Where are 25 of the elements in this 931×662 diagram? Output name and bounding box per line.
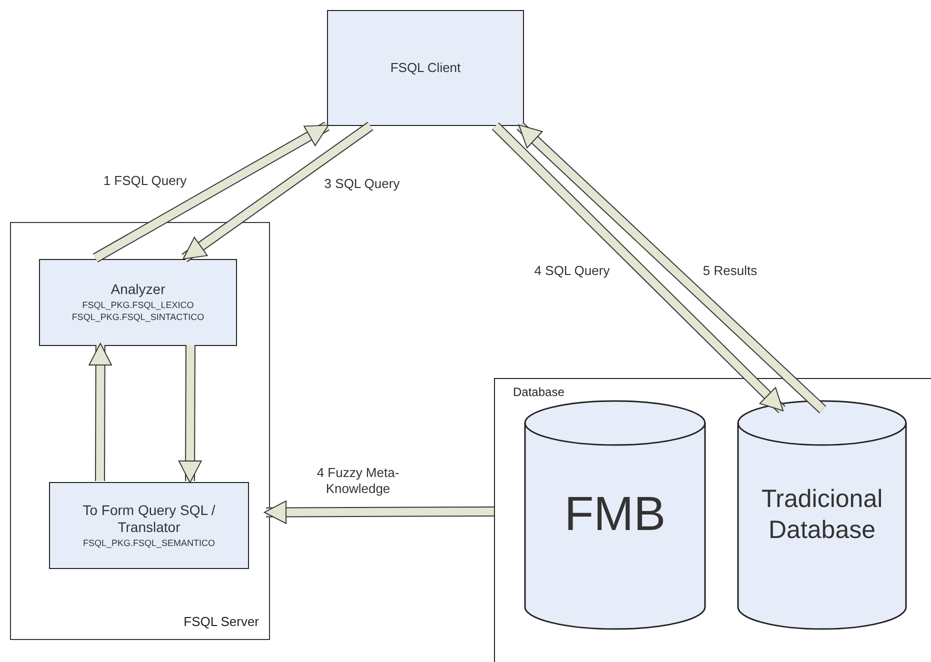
block-arrow [178, 344, 202, 484]
block-arrow [88, 342, 112, 482]
node-label: FMB [564, 487, 666, 543]
package-name: FSQL_PKG.FSQL_SINTACTICO [72, 311, 204, 324]
node-label: Tradicional Database [760, 484, 884, 546]
block-arrow [264, 500, 494, 524]
block-arrow [92, 122, 330, 262]
process-box [49, 482, 249, 569]
container-label: Database [513, 384, 564, 401]
server-container [10, 222, 270, 640]
node-label: To Form Query SQL / Translator [82, 502, 216, 537]
container-label: FSQL Server [184, 612, 259, 630]
edge-label: 4 SQL Query [534, 262, 610, 280]
block-arrow [492, 122, 786, 414]
node-label: FSQL Client [390, 59, 461, 78]
process-box [39, 259, 237, 346]
block-arrow [516, 122, 826, 414]
database-container [494, 378, 931, 662]
edge-label: 1 FSQL Query [103, 172, 187, 190]
node-label: Analyzer [110, 281, 166, 299]
package-name: FSQL_PKG.FSQL_SEMANTICO [82, 536, 216, 550]
edge-label: 3 SQL Query [324, 176, 400, 192]
block-arrow [182, 122, 374, 262]
process-box [327, 10, 524, 126]
package-name: FSQL_PKG.FSQL_LEXICO [82, 298, 194, 312]
